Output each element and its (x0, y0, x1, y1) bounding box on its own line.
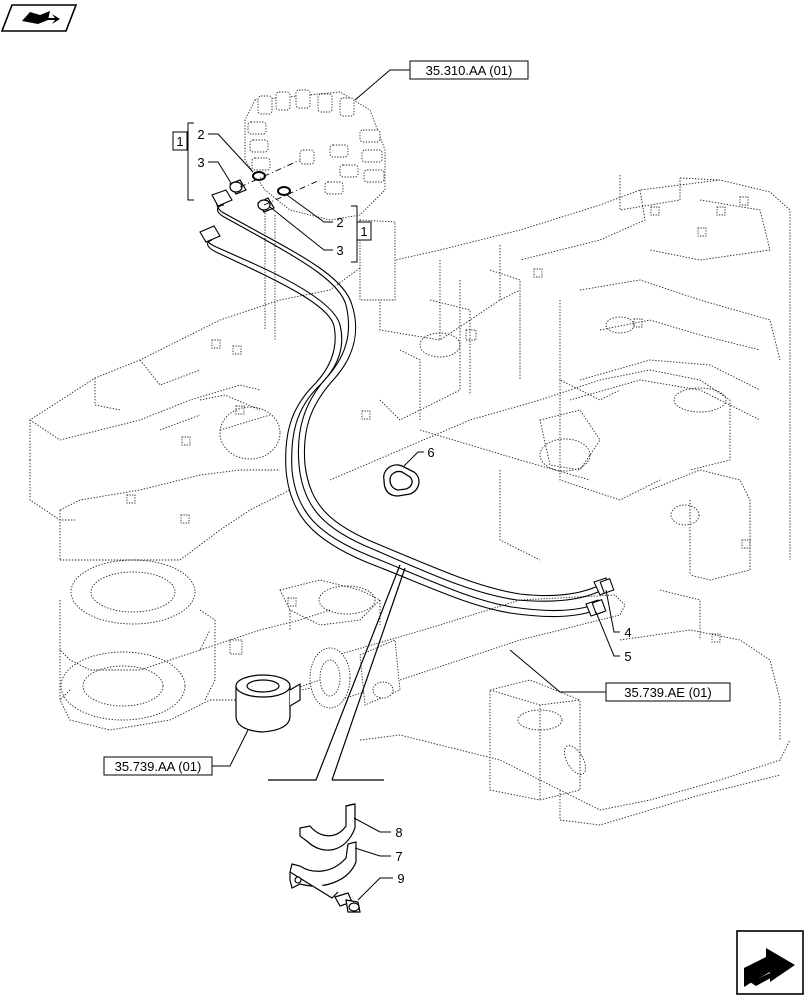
leader-lines (187, 69, 620, 901)
frame-bolt-markers (126, 196, 751, 655)
frame-detail-features (60, 316, 727, 775)
book-open-icon[interactable] (0, 4, 78, 32)
clamp-assembly (289, 803, 361, 913)
kit-label-right: 1 (360, 224, 367, 239)
callout-4: 4 (624, 625, 631, 640)
callout-numbers: 2 3 2 3 4 5 6 7 8 9 (197, 127, 631, 886)
next-page-arrow-icon[interactable] (736, 930, 804, 995)
callout-9: 9 (397, 871, 404, 886)
ref-box-control-valve[interactable]: 35.310.AA (01) (409, 60, 529, 80)
callout-3-right: 3 (336, 243, 343, 258)
callout-8: 8 (395, 825, 402, 840)
swing-cylinder-end (235, 674, 301, 733)
detail-separator (268, 564, 406, 781)
kit-box-right: 1 (356, 221, 372, 241)
callout-2-left: 2 (197, 127, 204, 142)
ref-label-boom-cylinder: 35.739.AE (01) (624, 685, 711, 700)
ref-label-control-valve: 35.310.AA (01) (426, 63, 513, 78)
callout-6: 6 (427, 445, 434, 460)
grommet-part-6 (383, 464, 420, 497)
callout-5: 5 (624, 649, 631, 664)
kit-label-left: 1 (176, 134, 183, 149)
kit-box-left: 1 (172, 131, 188, 151)
hydraulic-hoses (205, 197, 599, 618)
callout-3-left: 3 (197, 155, 204, 170)
upper-frame-outline (29, 175, 791, 826)
ref-box-boom-cylinder[interactable]: 35.739.AE (01) (605, 682, 731, 702)
ref-label-swing-cylinder: 35.739.AA (01) (115, 759, 202, 774)
callout-2-right: 2 (336, 215, 343, 230)
boom-cylinder (289, 594, 626, 709)
hose-fittings (199, 189, 615, 617)
ref-box-swing-cylinder[interactable]: 35.739.AA (01) (103, 756, 213, 776)
center-axis-lines (239, 159, 321, 206)
control-valve (244, 89, 396, 340)
callout-7: 7 (395, 849, 402, 864)
